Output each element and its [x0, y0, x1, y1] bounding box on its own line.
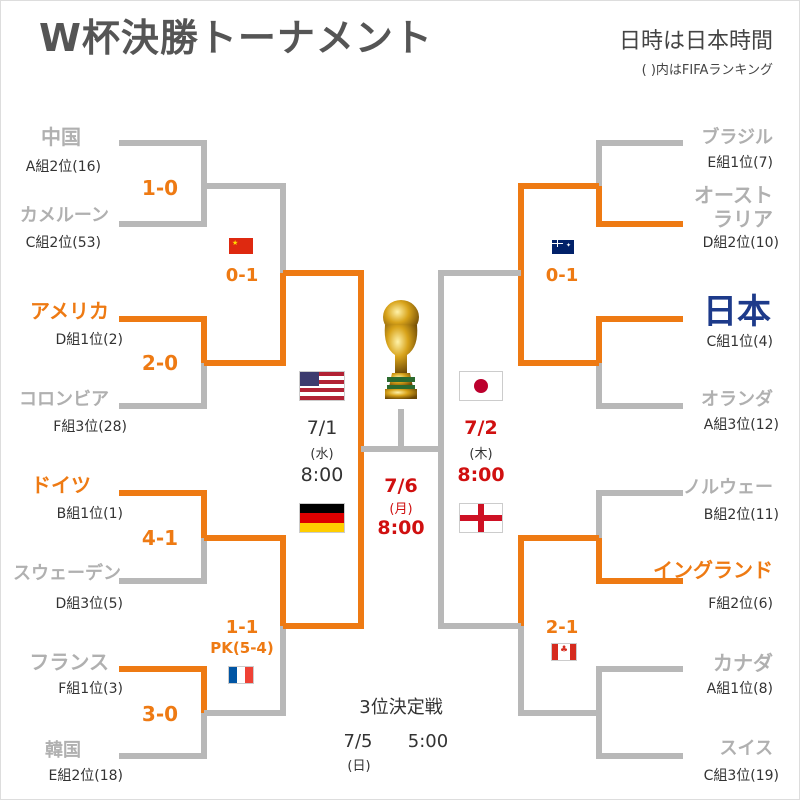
team-name: ノルウェー: [683, 477, 773, 498]
ranking-note: ( )内はFIFAランキング: [641, 63, 773, 78]
match-score: 1-0: [141, 176, 179, 200]
team-name: 韓国: [45, 740, 81, 761]
final-date: 7/6: [384, 475, 418, 497]
team-name: オランダ: [701, 389, 773, 410]
match-score: 0-1: [225, 265, 259, 286]
team-name: コロンビア: [19, 389, 109, 410]
bracket-line: [596, 140, 683, 186]
final-day: (月): [389, 502, 413, 517]
bracket-line: [119, 316, 207, 363]
team-info: D組2位(10): [702, 235, 779, 251]
match-score: 3-0: [141, 702, 179, 726]
team-info: F組3位(28): [53, 419, 127, 435]
final-time: 8:00: [377, 517, 425, 539]
team-info: F組2位(6): [708, 596, 773, 612]
team-name: フランス: [29, 650, 109, 674]
bracket-line: [518, 535, 599, 626]
match-score: 1-1: [225, 617, 259, 638]
team-info: F組1位(3): [58, 681, 123, 697]
bracket-line: [518, 626, 599, 716]
sf-left-date: 7/1: [306, 417, 338, 439]
bracket-line: [596, 713, 683, 759]
team-name: スウェーデン: [13, 563, 121, 584]
team-name: ドイツ: [31, 473, 91, 497]
bracket-line: [119, 186, 207, 227]
third-place-label: 3位決定戦: [359, 697, 443, 718]
match-score: 4-1: [141, 526, 179, 550]
team-info: A組3位(12): [703, 417, 779, 433]
team-name: アメリカ: [30, 299, 109, 323]
time-note: 日時は日本時間: [618, 29, 773, 54]
usa-flag-icon: [299, 371, 345, 401]
bracket-line: [204, 183, 286, 273]
team-name-japan: 日本: [703, 292, 771, 332]
bracket-line: [596, 363, 683, 409]
sf-right-date: 7/2: [464, 417, 498, 439]
bracket-line: [596, 666, 683, 713]
page-title: W杯決勝トーナメント: [39, 16, 433, 60]
bracket-line: [596, 538, 683, 584]
bracket-line: [119, 363, 207, 409]
japan-flag-icon: [459, 371, 503, 401]
team-name: カメルーン: [19, 205, 109, 226]
france-flag-icon: [228, 666, 254, 684]
bracket-line: [518, 273, 599, 366]
third-place-date: 7/5: [343, 731, 373, 752]
match-score: 2-1: [545, 617, 579, 638]
match-score: 2-0: [141, 351, 179, 375]
team-name: 中国: [41, 125, 81, 149]
team-info: D組3位(5): [55, 596, 123, 612]
bracket-line: [596, 316, 683, 363]
sf-left-day: (水): [310, 447, 334, 462]
team-info: D組1位(2): [55, 332, 123, 348]
sf-left-time: 8:00: [300, 464, 344, 486]
china-flag-icon: ★: [229, 238, 253, 254]
team-name: カナダ: [713, 651, 773, 675]
bracket-line: [119, 713, 207, 759]
team-info: A組1位(8): [706, 681, 773, 697]
bracket-line: [204, 626, 286, 716]
team-name: スイス: [719, 738, 773, 759]
bracket-line: [283, 449, 364, 629]
trophy-icon: [375, 297, 427, 401]
match-score: 0-1: [545, 265, 579, 286]
australia-flag-icon: ✦: [552, 240, 574, 254]
team-info: E組1位(7): [707, 155, 773, 171]
team-info: B組1位(1): [56, 506, 123, 522]
third-place-time: 5:00: [407, 731, 449, 752]
england-flag-icon: [459, 503, 503, 533]
bracket-line: [204, 273, 286, 366]
third-place-day: (日): [347, 759, 371, 774]
germany-flag-icon: [299, 503, 345, 533]
canada-flag-icon: ♣: [551, 643, 577, 661]
team-name: ブラジル: [701, 127, 773, 148]
team-info: B組2位(11): [703, 507, 779, 523]
team-info: C組2位(53): [25, 235, 101, 251]
bracket-line: [119, 538, 207, 584]
bracket-line: [283, 270, 364, 449]
team-info: E組2位(18): [48, 768, 124, 784]
bracket-line: [438, 270, 521, 449]
sf-right-time: 8:00: [457, 464, 505, 486]
team-name: イングランド: [653, 558, 773, 582]
bracket-line: [119, 490, 207, 538]
team-info: C組1位(4): [706, 334, 773, 350]
bracket-line: [204, 535, 286, 626]
team-info: C組3位(19): [703, 768, 779, 784]
bracket-line: [596, 490, 683, 538]
bracket-line: [119, 666, 207, 713]
team-info: A組2位(16): [25, 159, 101, 175]
bracket-line: [518, 183, 599, 273]
bracket-line: [596, 186, 683, 227]
bracket-line: [438, 449, 521, 629]
sf-right-day: (木): [469, 447, 493, 462]
team-name: オースト ラリア: [694, 183, 773, 231]
pk-score: PK(5-4): [210, 639, 274, 657]
